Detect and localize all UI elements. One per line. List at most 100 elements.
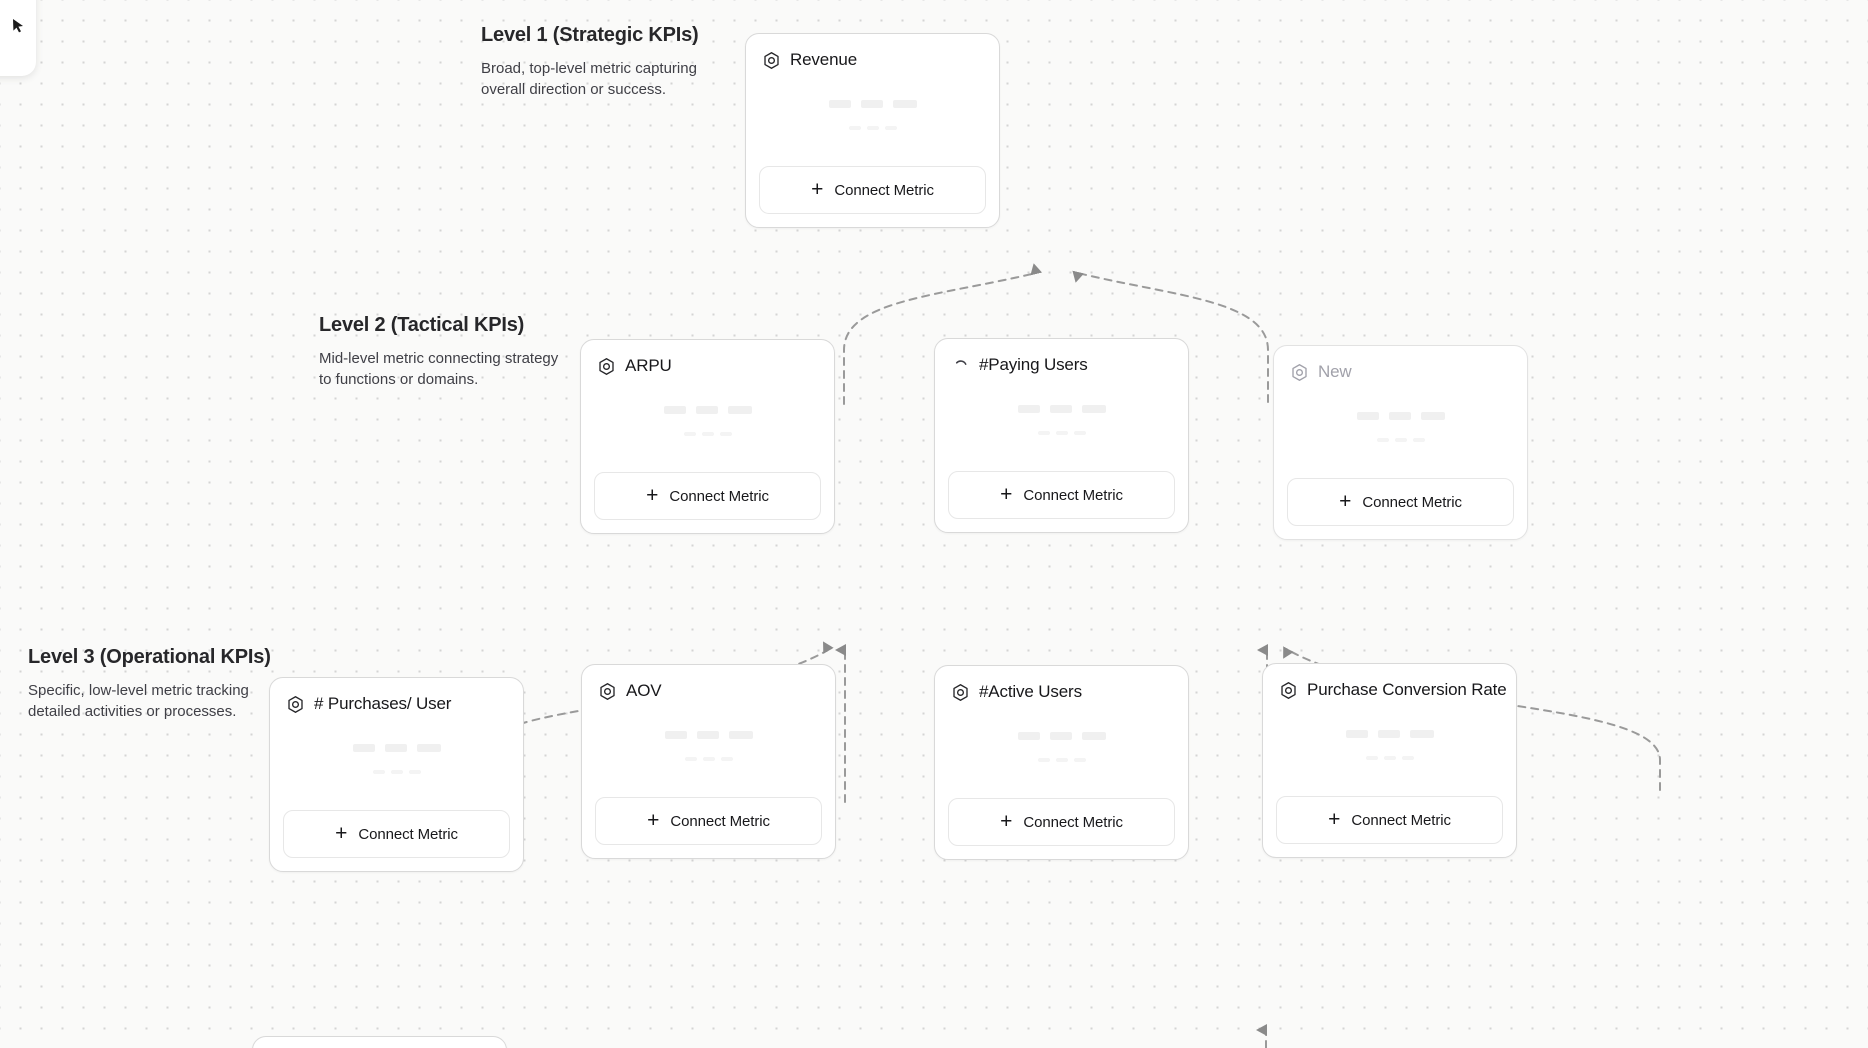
connect-metric-label: Connect Metric	[1351, 811, 1451, 829]
skeleton-bar	[1073, 431, 1086, 435]
card-title: #Paying Users	[979, 355, 1088, 374]
level-3-descriptor: Level 3 (Operational KPIs) Specific, low…	[28, 646, 273, 723]
card-title: New	[1318, 362, 1352, 381]
plus-icon: +	[1000, 809, 1013, 833]
plus-icon: +	[647, 808, 660, 832]
connect-metric-button[interactable]: + Connect Metric	[283, 810, 510, 858]
plus-icon: +	[1339, 489, 1352, 513]
skeleton-row-secondary	[683, 432, 732, 436]
skeleton-bar	[1409, 730, 1434, 738]
skeleton-bar	[1365, 756, 1378, 760]
skeleton-bar	[1388, 412, 1411, 420]
hexagon-target-icon	[288, 695, 303, 713]
skeleton-row-secondary	[1376, 438, 1425, 442]
card-skeleton-body	[1276, 700, 1503, 796]
card-header: #Active Users	[948, 679, 1175, 702]
skeleton-bar	[1037, 431, 1050, 435]
connect-metric-button[interactable]: + Connect Metric	[1287, 478, 1514, 526]
skeleton-bar	[408, 770, 421, 774]
connect-metric-button[interactable]: + Connect Metric	[948, 798, 1175, 846]
metric-card-purchase-conversion-rate[interactable]: Purchase Conversion Rate + Connect Metri…	[1262, 663, 1517, 858]
hexagon-target-icon	[599, 357, 614, 375]
card-title: # Purchases/ User	[314, 694, 452, 713]
skeleton-row-secondary	[1365, 756, 1414, 760]
level-3-title: Level 3 (Operational KPIs)	[28, 646, 271, 668]
skeleton-bar	[352, 744, 375, 752]
card-header: Revenue	[759, 47, 986, 70]
connect-metric-label: Connect Metric	[1023, 486, 1123, 504]
skeleton-row-secondary	[684, 757, 733, 761]
metric-card-purchases-per-user[interactable]: # Purchases/ User + Connect Metric	[269, 677, 524, 872]
skeleton-bar	[728, 731, 753, 739]
skeleton-bar	[1376, 438, 1389, 442]
card-title: ARPU	[625, 356, 672, 375]
floating-corner-panel[interactable]	[0, 0, 36, 76]
skeleton-bar	[696, 731, 719, 739]
skeleton-bar	[1055, 758, 1068, 762]
skeleton-row-primary	[1345, 730, 1434, 738]
metric-card-arpu[interactable]: ARPU + Connect Metric	[580, 339, 835, 534]
card-skeleton-body	[948, 702, 1175, 798]
connect-metric-label: Connect Metric	[1362, 493, 1462, 511]
metric-card-aov[interactable]: AOV + Connect Metric	[581, 664, 836, 859]
card-header: ARPU	[594, 353, 821, 376]
skeleton-bar	[1049, 732, 1072, 740]
connect-metric-label: Connect Metric	[834, 181, 934, 199]
skeleton-bar	[684, 757, 697, 761]
skeleton-bar	[1037, 758, 1050, 762]
skeleton-bar	[1412, 438, 1425, 442]
connect-metric-button[interactable]: + Connect Metric	[595, 797, 822, 845]
level-2-descriptor: Level 2 (Tactical KPIs) Mid-level metric…	[319, 314, 564, 391]
metric-card-paying-users[interactable]: #Paying Users + Connect Metric	[934, 338, 1189, 533]
cursor-icon	[13, 19, 23, 33]
plus-icon: +	[1000, 482, 1013, 506]
connect-metric-button[interactable]: + Connect Metric	[759, 166, 986, 214]
skeleton-bar	[695, 406, 718, 414]
skeleton-row-primary	[352, 744, 441, 752]
hexagon-target-icon	[600, 682, 615, 700]
metric-card-revenue[interactable]: Revenue + Connect Metric	[745, 33, 1000, 228]
card-skeleton-body	[1287, 382, 1514, 478]
skeleton-bar	[384, 744, 407, 752]
skeleton-row-primary	[828, 100, 917, 108]
metric-card-active-users[interactable]: #Active Users + Connect Metric	[934, 665, 1189, 860]
connect-metric-label: Connect Metric	[670, 812, 770, 830]
connect-metric-button[interactable]: + Connect Metric	[948, 471, 1175, 519]
skeleton-bar	[1073, 758, 1086, 762]
card-skeleton-body	[948, 375, 1175, 471]
metric-card-offscreen-bottom[interactable]	[252, 1036, 507, 1048]
skeleton-bar	[416, 744, 441, 752]
connect-metric-label: Connect Metric	[1023, 813, 1123, 831]
card-header: Purchase Conversion Rate	[1276, 677, 1507, 700]
card-skeleton-body	[759, 70, 986, 166]
plus-icon: +	[811, 177, 824, 201]
skeleton-bar	[892, 100, 917, 108]
level-3-description: Specific, low-level metric tracking deta…	[28, 682, 249, 721]
skeleton-bar	[1345, 730, 1368, 738]
plus-icon: +	[1328, 807, 1341, 831]
skeleton-bar	[884, 126, 897, 130]
hexagon-target-icon	[764, 51, 779, 69]
level-2-description: Mid-level metric connecting strategy to …	[319, 350, 559, 389]
card-skeleton-body	[594, 376, 821, 472]
level-2-title: Level 2 (Tactical KPIs)	[319, 314, 525, 336]
hexagon-target-icon	[1281, 681, 1296, 699]
level-1-descriptor: Level 1 (Strategic KPIs) Broad, top-leve…	[481, 24, 726, 101]
skeleton-bar	[702, 757, 715, 761]
skeleton-bar	[390, 770, 403, 774]
skeleton-bar	[860, 100, 883, 108]
skeleton-row-primary	[1017, 732, 1106, 740]
connect-metric-button[interactable]: + Connect Metric	[1276, 796, 1503, 844]
skeleton-bar	[1055, 431, 1068, 435]
skeleton-bar	[1049, 405, 1072, 413]
skeleton-row-primary	[1017, 405, 1106, 413]
connect-metric-button[interactable]: + Connect Metric	[594, 472, 821, 520]
loading-spinner-icon	[955, 359, 967, 365]
card-title: Purchase Conversion Rate	[1307, 680, 1507, 699]
connect-metric-label: Connect Metric	[358, 825, 458, 843]
skeleton-bar	[866, 126, 879, 130]
skeleton-bar	[828, 100, 851, 108]
card-title: AOV	[626, 681, 662, 700]
metric-card-new[interactable]: New + Connect Metric	[1273, 345, 1528, 540]
